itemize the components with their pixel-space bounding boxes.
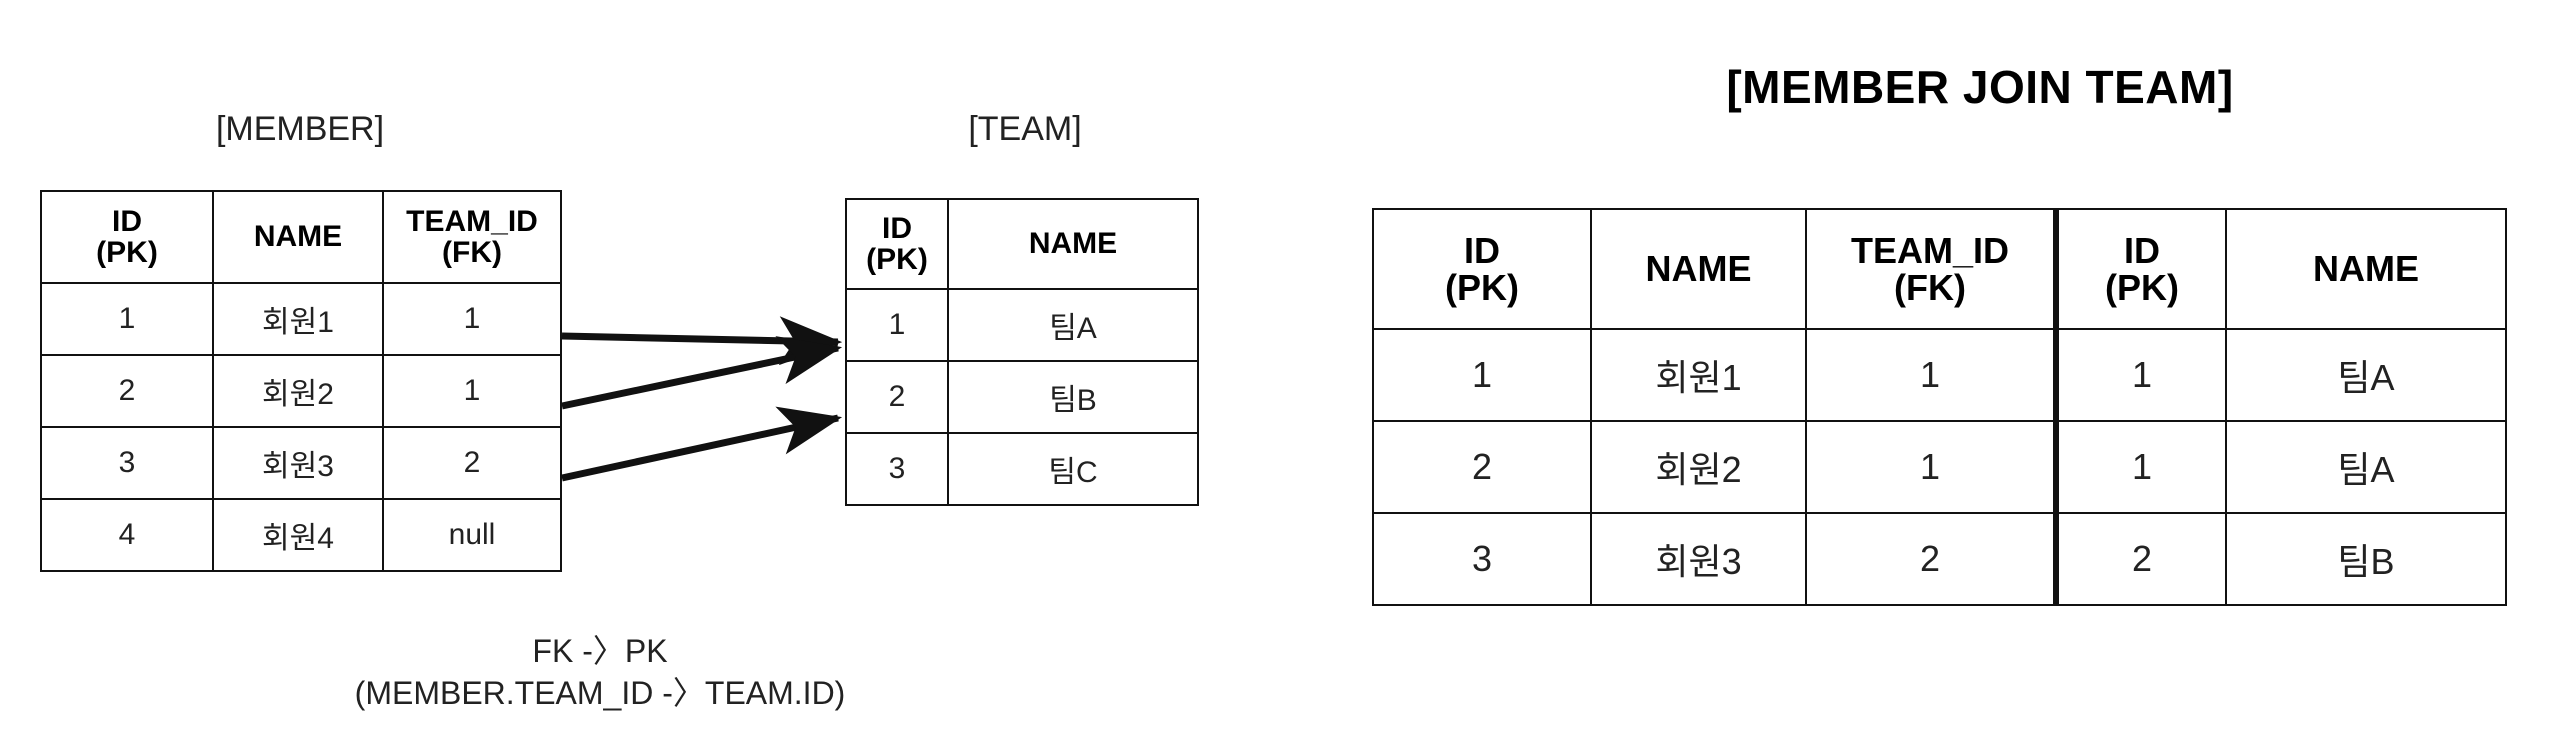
join-header-member-id: ID (PK) bbox=[1372, 208, 1592, 330]
join-cell-member-name: 회원1 bbox=[1590, 328, 1807, 422]
join-table-title: [MEMBER JOIN TEAM] bbox=[1726, 61, 2234, 113]
join-cell-team-id-fk: 1 bbox=[1805, 420, 2057, 514]
member-cell-team-id: 2 bbox=[382, 426, 562, 500]
arrow-member1-to-team1 bbox=[561, 316, 843, 366]
team-table: ID (PK) NAME 1 팀A 2 팀B 3 팀C bbox=[845, 198, 1199, 506]
member-header-team-id-sub: (FK) bbox=[442, 236, 502, 269]
join-cell-team-name: 팀A bbox=[2225, 420, 2507, 514]
team-header-name: NAME bbox=[947, 198, 1199, 290]
join-header-team-id: ID (PK) bbox=[2053, 208, 2227, 330]
table-row: 1 팀A bbox=[845, 288, 1199, 362]
table-header-row: ID (PK) NAME TEAM_ID (FK) bbox=[40, 190, 562, 284]
table-row: 3 회원3 2 2 팀B bbox=[1372, 512, 2507, 606]
join-cell-member-id: 2 bbox=[1372, 420, 1592, 514]
arrow-member3-to-team2 bbox=[561, 406, 843, 482]
member-cell-id: 2 bbox=[40, 354, 214, 428]
table-row: 1 회원1 1 bbox=[40, 282, 562, 356]
table-header-row: ID (PK) NAME TEAM_ID (FK) ID (PK) NAME bbox=[1372, 208, 2507, 330]
join-header-team-id-fk-sub: (FK) bbox=[1894, 267, 1966, 308]
team-header-id-text: ID bbox=[882, 211, 912, 245]
member-cell-name: 회원2 bbox=[212, 354, 384, 428]
join-cell-member-name: 회원2 bbox=[1590, 420, 1807, 514]
team-cell-name: 팀A bbox=[947, 288, 1199, 362]
table-row: 4 회원4 null bbox=[40, 498, 562, 572]
join-header-team-id-text: ID bbox=[2124, 229, 2160, 271]
join-cell-member-id: 3 bbox=[1372, 512, 1592, 606]
join-cell-member-id: 1 bbox=[1372, 328, 1592, 422]
team-cell-id: 3 bbox=[845, 432, 949, 506]
team-header-id-sub: (PK) bbox=[866, 243, 928, 276]
member-join-team-table: ID (PK) NAME TEAM_ID (FK) ID (PK) NAME 1… bbox=[1372, 208, 2507, 606]
fk-caption-line-1: FK -〉PK bbox=[532, 633, 668, 669]
join-cell-team-id: 1 bbox=[2053, 328, 2227, 422]
member-cell-name: 회원3 bbox=[212, 426, 384, 500]
team-table-title: [TEAM] bbox=[968, 110, 1082, 148]
member-header-id-text: ID bbox=[112, 204, 142, 238]
member-cell-name: 회원1 bbox=[212, 282, 384, 356]
table-header-row: ID (PK) NAME bbox=[845, 198, 1199, 290]
member-cell-name: 회원4 bbox=[212, 498, 384, 572]
team-cell-name: 팀B bbox=[947, 360, 1199, 434]
table-row: 2 팀B bbox=[845, 360, 1199, 434]
table-row: 3 회원3 2 bbox=[40, 426, 562, 500]
table-row: 2 회원2 1 bbox=[40, 354, 562, 428]
team-cell-id: 1 bbox=[845, 288, 949, 362]
join-header-member-name: NAME bbox=[1590, 208, 1807, 330]
member-header-id: ID (PK) bbox=[40, 190, 214, 284]
team-cell-id: 2 bbox=[845, 360, 949, 434]
member-cell-id: 1 bbox=[40, 282, 214, 356]
join-header-team-id-fk-text: TEAM_ID bbox=[1850, 229, 2009, 271]
join-header-team-name: NAME bbox=[2225, 208, 2507, 330]
member-cell-id: 3 bbox=[40, 426, 214, 500]
member-header-name: NAME bbox=[212, 190, 384, 284]
join-cell-team-id-fk: 2 bbox=[1805, 512, 2057, 606]
fk-caption-line-2: (MEMBER.TEAM_ID -〉TEAM.ID) bbox=[354, 675, 846, 712]
team-header-id: ID (PK) bbox=[845, 198, 949, 290]
table-row: 2 회원2 1 1 팀A bbox=[1372, 420, 2507, 514]
join-header-team-id-sub: (PK) bbox=[2105, 267, 2179, 308]
member-header-id-sub: (PK) bbox=[96, 236, 158, 269]
join-header-member-id-text: ID bbox=[1464, 229, 1500, 271]
join-cell-team-name: 팀A bbox=[2225, 328, 2507, 422]
member-table-title: [MEMBER] bbox=[215, 110, 385, 148]
member-cell-team-id: null bbox=[382, 498, 562, 572]
member-cell-id: 4 bbox=[40, 498, 214, 572]
join-cell-team-id: 1 bbox=[2053, 420, 2227, 514]
fk-pk-caption: FK -〉PK (MEMBER.TEAM_ID -〉TEAM.ID) bbox=[250, 630, 950, 714]
join-cell-team-name: 팀B bbox=[2225, 512, 2507, 606]
member-cell-team-id: 1 bbox=[382, 282, 562, 356]
member-header-team-id-text: TEAM_ID bbox=[406, 204, 538, 238]
table-row: 1 회원1 1 1 팀A bbox=[1372, 328, 2507, 422]
join-header-member-id-sub: (PK) bbox=[1445, 267, 1519, 308]
member-header-team-id: TEAM_ID (FK) bbox=[382, 190, 562, 284]
arrow-member2-to-team1 bbox=[561, 336, 843, 410]
member-cell-team-id: 1 bbox=[382, 354, 562, 428]
team-cell-name: 팀C bbox=[947, 432, 1199, 506]
join-cell-team-id: 2 bbox=[2053, 512, 2227, 606]
member-table: ID (PK) NAME TEAM_ID (FK) 1 회원1 1 2 회원2 … bbox=[40, 190, 562, 572]
table-row: 3 팀C bbox=[845, 432, 1199, 506]
join-cell-member-name: 회원3 bbox=[1590, 512, 1807, 606]
join-header-team-id-fk: TEAM_ID (FK) bbox=[1805, 208, 2057, 330]
join-cell-team-id-fk: 1 bbox=[1805, 328, 2057, 422]
